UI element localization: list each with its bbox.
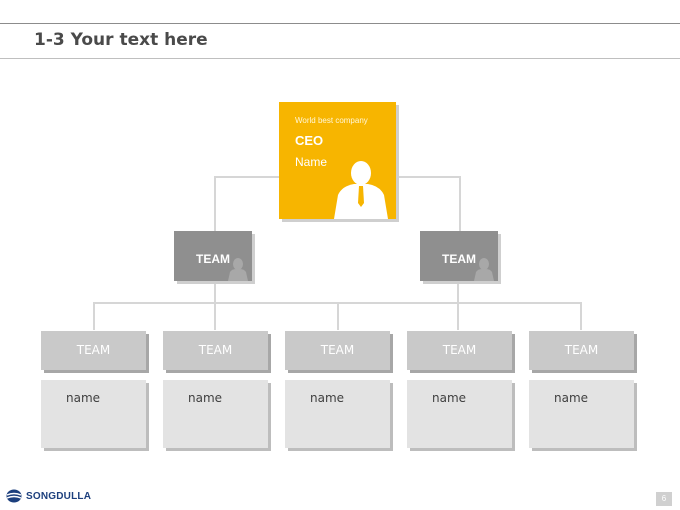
connector-left-team-vertical (214, 176, 216, 231)
connector-left-team-down (214, 281, 216, 330)
page-number: 6 (656, 492, 672, 506)
sub-team-4-name-box: name (407, 380, 512, 448)
logo-mark-icon (6, 489, 22, 503)
team-label: TEAM (442, 252, 476, 266)
ceo-company: World best company (295, 116, 368, 125)
header-bottom-rule (0, 58, 680, 59)
sub-team-name: name (65, 391, 101, 405)
sub-team-3-name-box: name (285, 380, 390, 448)
sub-team-3: TEAM (285, 331, 390, 370)
sub-team-name: name (553, 391, 589, 405)
connector-subteam-3 (337, 302, 339, 330)
connector-subteam-1 (93, 302, 95, 330)
sub-team-5: TEAM (529, 331, 634, 370)
ceo-card: World best company CEO Name (279, 102, 396, 219)
sub-team-2-name-box: name (163, 380, 268, 448)
team-label: TEAM (196, 252, 230, 266)
person-silhouette-icon (334, 161, 388, 219)
sub-team-label: TEAM (198, 343, 233, 357)
sub-team-label: TEAM (76, 343, 111, 357)
sub-team-name: name (187, 391, 223, 405)
company-logo: SONGDULLA (6, 488, 91, 504)
page-title: 1-3 Your text here (34, 30, 208, 50)
team-node-right: TEAM (420, 231, 498, 281)
connector-right-team-vertical (459, 176, 461, 231)
sub-team-4: TEAM (407, 331, 512, 370)
sub-team-1: TEAM (41, 331, 146, 370)
sub-team-5-name-box: name (529, 380, 634, 448)
header-top-rule (0, 23, 680, 24)
sub-team-1-name-box: name (41, 380, 146, 448)
person-silhouette-icon (474, 258, 494, 281)
sub-team-label: TEAM (564, 343, 599, 357)
connector-right-team-down (457, 281, 459, 330)
sub-team-name: name (431, 391, 467, 405)
ceo-role: CEO (295, 133, 324, 148)
ceo-name: Name (295, 155, 328, 169)
connector-subteam-5 (580, 302, 582, 330)
sub-team-label: TEAM (442, 343, 477, 357)
team-node-left: TEAM (174, 231, 252, 281)
sub-team-name: name (309, 391, 345, 405)
person-silhouette-icon (228, 258, 248, 281)
logo-text: SONGDULLA (26, 490, 92, 502)
sub-team-2: TEAM (163, 331, 268, 370)
sub-team-label: TEAM (320, 343, 355, 357)
